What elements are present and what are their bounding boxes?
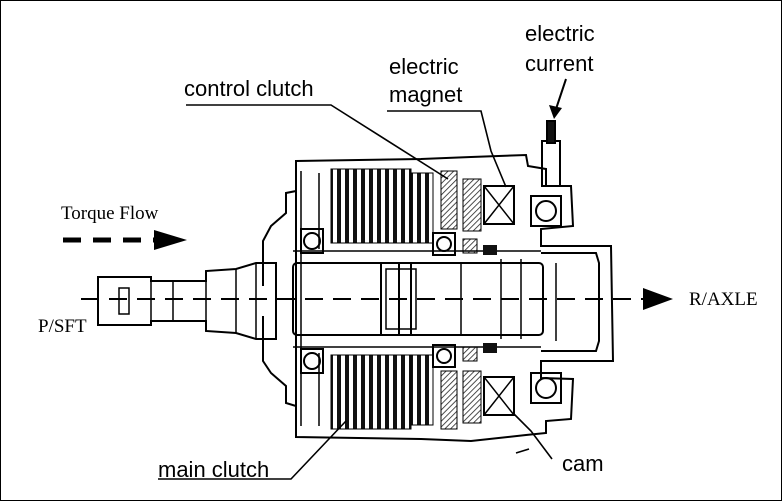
leader-lines (158, 104, 553, 480)
label-torque-flow: Torque Flow (61, 203, 159, 224)
cam-leader-base (515, 448, 530, 454)
label-output: R/AXLE (689, 289, 758, 310)
label-input-shaft: P/SFT (38, 316, 87, 337)
main-clutch-leader (158, 420, 347, 480)
control-clutch-leader (186, 104, 449, 180)
bearings (300, 195, 562, 404)
output-shell (541, 252, 600, 352)
label-electric-current-line2: current (525, 51, 593, 76)
cam-parts (462, 238, 497, 362)
label-cam: cam (562, 451, 604, 476)
control-clutch (440, 170, 458, 430)
electric-magnet-coil-upper (462, 178, 515, 232)
label-electric-current-line1: electric (525, 21, 595, 46)
axis-line (81, 288, 673, 310)
electric-current-arrow (549, 78, 567, 119)
label-control-clutch: control clutch (184, 76, 314, 101)
torque-flow-arrow (63, 230, 187, 250)
label-electric-magnet-line2: magnet (389, 82, 462, 107)
electric-connector (541, 120, 561, 187)
label-electric-magnet-line1: electric (389, 54, 459, 79)
input-shaft (97, 262, 277, 340)
electric-magnet-leader (387, 110, 507, 188)
cam-leader (512, 412, 553, 460)
electric-magnet-coil-lower (462, 370, 515, 424)
main-clutch-plates-upper (330, 168, 434, 244)
label-main-clutch: main clutch (158, 457, 269, 482)
main-clutch-plates-lower (330, 354, 434, 430)
